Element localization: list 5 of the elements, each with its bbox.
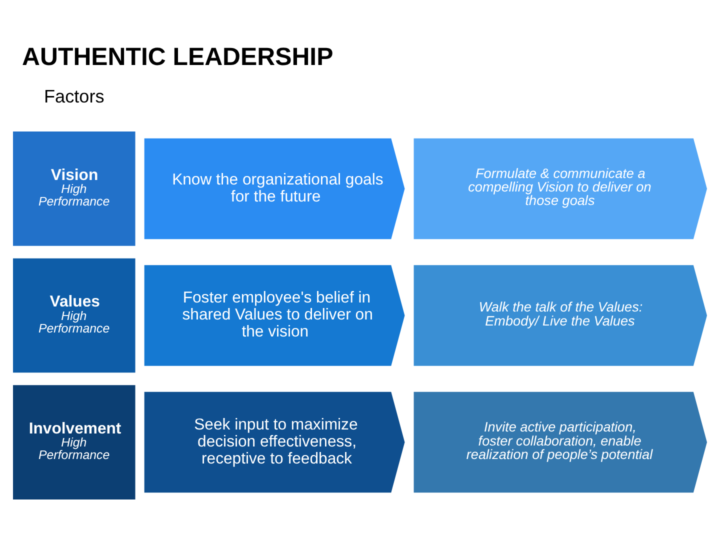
diagram-title: AUTHENTIC LEADERSHIP [22,42,334,70]
node-box: Vision High Performance [13,131,136,246]
node-box: Involvement High Performance [13,384,136,499]
node-box: Values High Performance [13,258,136,372]
label: Factors [44,86,104,106]
